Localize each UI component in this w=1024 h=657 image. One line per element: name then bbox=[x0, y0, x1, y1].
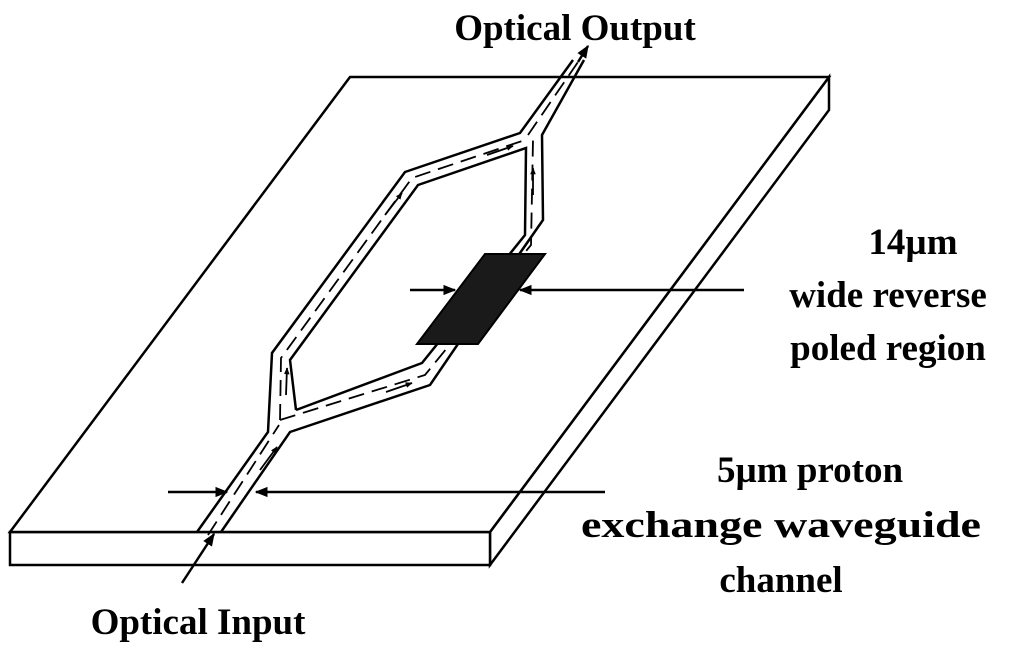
arrow-input-arm bbox=[259, 446, 278, 471]
waveguide-inner-wall bbox=[288, 146, 528, 412]
arrow-upper-arm-top bbox=[486, 145, 514, 156]
label-channel-desc-2: channel bbox=[719, 560, 842, 601]
arrow-upper-arm-diagonal bbox=[384, 192, 403, 216]
path-lower-arm bbox=[279, 139, 534, 421]
direction-arrows bbox=[259, 145, 536, 471]
substrate bbox=[7, 73, 832, 569]
label-region-width: 14µm bbox=[868, 222, 957, 263]
path-input-to-split bbox=[207, 424, 280, 536]
label-region-desc-2: poled region bbox=[790, 328, 986, 369]
label-region-desc-1: wide reverse bbox=[789, 275, 987, 316]
label-optical-input: Optical Input bbox=[91, 602, 307, 643]
callout-arrows bbox=[168, 44, 744, 584]
label-channel-desc-1: exchange waveguide bbox=[581, 505, 981, 546]
path-combine-to-output bbox=[527, 61, 579, 136]
reverse-poled-region bbox=[414, 253, 547, 345]
label-channel-width: 5µm proton bbox=[717, 450, 904, 491]
label-optical-output: Optical Output bbox=[454, 8, 696, 49]
arrow-lower-arm-bottom bbox=[385, 382, 413, 393]
waveguide-outer-wall-left bbox=[195, 59, 575, 533]
propagation-path bbox=[207, 61, 579, 536]
substrate-front-face bbox=[8, 530, 492, 567]
path-upper-arm bbox=[279, 140, 523, 421]
output-arrow bbox=[576, 44, 590, 63]
substrate-top-face bbox=[7, 75, 832, 534]
input-arrow bbox=[180, 532, 216, 584]
arrow-upper-arm-left bbox=[283, 367, 290, 396]
